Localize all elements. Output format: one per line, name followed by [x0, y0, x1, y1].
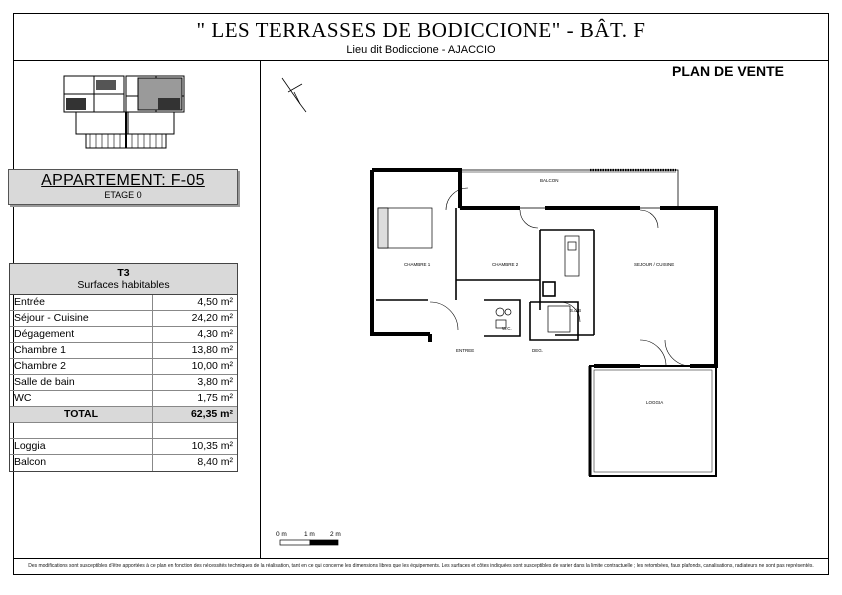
spacer-row — [10, 423, 237, 439]
surfaces-header: T3 Surfaces habitables — [10, 264, 237, 295]
project-title: " LES TERRASSES DE BODICCIONE" - BÂT. F — [196, 18, 646, 42]
walls — [370, 168, 718, 368]
room-label-chambre1: CHAMBRE 1 — [404, 262, 431, 267]
north-arrow-icon — [281, 77, 307, 113]
disclaimer-footer: Des modifications sont susceptibles d'êt… — [14, 558, 828, 574]
project-location: Lieu dit Bodiccione - AJACCIO — [346, 44, 496, 56]
room-label-wc: W.C. — [502, 326, 512, 331]
apartment-title: APPARTEMENT: F-05 — [41, 172, 205, 189]
plan-label: PLAN DE VENTE — [672, 63, 785, 79]
room-label-loggia: LOGGIA — [646, 400, 663, 405]
title-band: " LES TERRASSES DE BODICCIONE" - BÂT. F … — [14, 14, 828, 61]
floor-plan: BALCON CHAMBRE 1 CHAMBRE 2 SEJOUR / CUIS… — [276, 77, 718, 546]
room-label-deg: DEG. — [532, 348, 543, 353]
apartment-type: T3 — [117, 267, 130, 279]
balcony — [459, 168, 679, 209]
scale-label-2: 2 m — [330, 531, 341, 538]
scale-label-0: 0 m — [276, 531, 287, 538]
loggia — [588, 365, 717, 477]
room-label-sdb: S.d.B — [570, 308, 581, 313]
scale-bar: 0 m 1 m 2 m — [276, 531, 341, 546]
info-column — [14, 61, 261, 559]
apartment-box: APPARTEMENT: F-05 ETAGE 0 — [8, 169, 238, 205]
room-label-sejour: SEJOUR / CUISINE — [634, 262, 674, 267]
room-label-balcon: BALCON — [540, 178, 559, 183]
key-plan-thumbnail — [63, 75, 185, 149]
surfaces-heading: Surfaces habitables — [77, 279, 170, 291]
room-label-chambre2: CHAMBRE 2 — [492, 262, 519, 267]
scale-label-1: 1 m — [304, 531, 315, 538]
apartment-floor: ETAGE 0 — [104, 190, 142, 200]
room-label-entree: ENTREE — [456, 348, 474, 353]
